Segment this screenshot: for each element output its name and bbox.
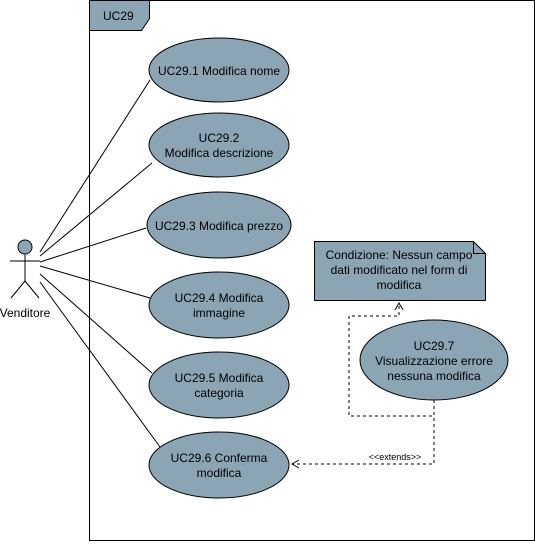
use-case-label-line2: modifica bbox=[197, 466, 242, 480]
assoc-uc5 bbox=[39, 273, 153, 374]
use-case-uc29-2[interactable]: UC29.2 Modifica descrizione bbox=[148, 112, 290, 178]
actor-head bbox=[17, 239, 33, 255]
use-case-ellipse bbox=[148, 271, 290, 339]
system-tab bbox=[89, 0, 150, 31]
note-line3: modifica bbox=[377, 278, 422, 292]
use-case-uc29-6[interactable]: UC29.6 Conferma modifica bbox=[148, 431, 290, 499]
note-line2: dati modificato nel form di bbox=[331, 263, 468, 277]
use-case-label-line2: immagine bbox=[193, 306, 245, 320]
use-case-label: UC29.3 Modifica prezzo bbox=[155, 219, 283, 233]
actor-left-leg bbox=[10, 280, 26, 299]
use-case-label-line2: Modifica descrizione bbox=[165, 146, 274, 160]
actor-right-leg bbox=[24, 280, 40, 299]
extends-label: <<extends>> bbox=[369, 452, 422, 462]
assoc-uc3 bbox=[39, 227, 147, 263]
system-title: UC29 bbox=[103, 9, 134, 23]
assoc-uc2 bbox=[39, 162, 153, 257]
use-case-uc29-1[interactable]: UC29.1 Modifica nome bbox=[148, 37, 290, 103]
use-case-label: UC29.1 Modifica nome bbox=[158, 64, 280, 78]
use-case-label-line1: UC29.4 Modifica bbox=[175, 291, 264, 305]
use-case-ellipse bbox=[148, 37, 290, 103]
use-case-label-line1: UC29.7 bbox=[414, 339, 455, 353]
extends-arrow bbox=[290, 400, 435, 469]
condition-note[interactable]: Condizione: Nessun campo dati modificato… bbox=[314, 241, 486, 301]
note-shape bbox=[314, 241, 486, 301]
use-case-uc29-4[interactable]: UC29.4 Modifica immagine bbox=[148, 271, 290, 339]
note-line1: Condizione: Nessun campo bbox=[326, 248, 473, 262]
use-case-label-line2: Visualizzazione errore bbox=[375, 354, 493, 368]
use-case-label-line1: UC29.5 Modifica bbox=[175, 371, 264, 385]
note-fold bbox=[473, 241, 486, 254]
assoc-uc6 bbox=[39, 281, 161, 448]
assoc-uc4 bbox=[39, 265, 151, 299]
assoc-uc1 bbox=[39, 79, 151, 253]
use-case-uc29-5[interactable]: UC29.5 Modifica categoria bbox=[148, 351, 290, 419]
use-case-label-line2: categoria bbox=[194, 386, 244, 400]
use-case-label-line1: UC29.2 bbox=[199, 131, 240, 145]
use-case-ellipse bbox=[146, 191, 292, 259]
use-case-ellipse bbox=[148, 351, 290, 419]
use-case-label-line3: nessuna modifica bbox=[387, 369, 481, 383]
use-case-label-line1: UC29.6 Conferma bbox=[171, 451, 268, 465]
actor-label: Venditore bbox=[0, 306, 51, 320]
use-case-ellipse bbox=[148, 431, 290, 499]
use-case-uc29-3[interactable]: UC29.3 Modifica prezzo bbox=[146, 191, 292, 259]
use-case-uc29-7[interactable]: UC29.7 Visualizzazione errore nessuna mo… bbox=[359, 319, 509, 401]
actor-venditore[interactable]: Venditore bbox=[0, 239, 51, 320]
use-case-ellipse bbox=[148, 112, 290, 178]
